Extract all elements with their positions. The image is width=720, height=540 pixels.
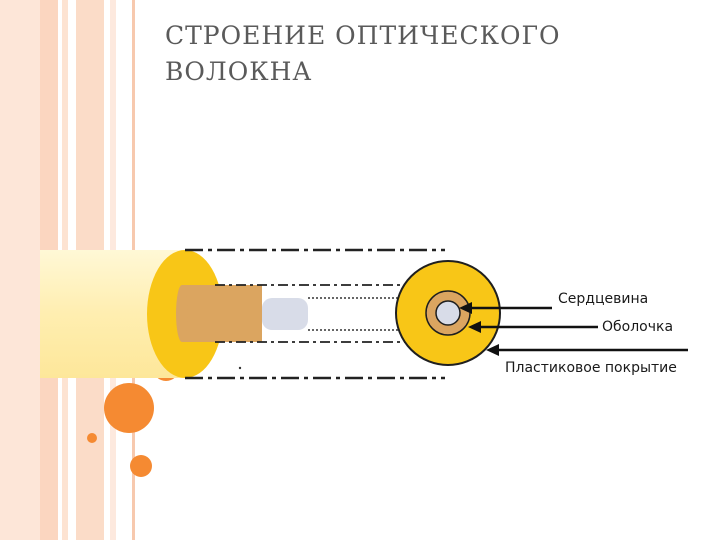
decor-dot bbox=[130, 455, 152, 477]
page-title: СТРОЕНИЕ ОПТИЧЕСКОГО ВОЛОКНА bbox=[165, 18, 685, 90]
label-core: Сердцевина bbox=[558, 291, 648, 307]
decor-dot bbox=[104, 383, 154, 433]
label-cladding: Оболочка bbox=[602, 319, 673, 335]
stripe bbox=[0, 0, 40, 540]
coating-pointer-arrow bbox=[486, 344, 499, 356]
stray-dot bbox=[238, 366, 242, 370]
cladding-end bbox=[176, 285, 188, 342]
cladding-pointer-arrow bbox=[468, 321, 481, 333]
cladding-side bbox=[182, 285, 262, 342]
label-coating: Пластиковое покрытие bbox=[505, 360, 677, 376]
core-side bbox=[262, 298, 308, 330]
core-pointer-arrow bbox=[459, 302, 472, 314]
title-line-2: ВОЛОКНА bbox=[165, 57, 313, 86]
cross-section-core bbox=[435, 300, 461, 326]
title-line-1: СТРОЕНИЕ ОПТИЧЕСКОГО bbox=[165, 21, 561, 50]
decor-dot bbox=[87, 433, 97, 443]
